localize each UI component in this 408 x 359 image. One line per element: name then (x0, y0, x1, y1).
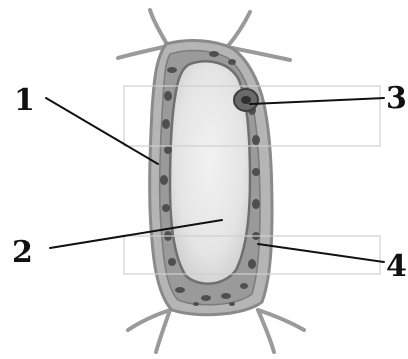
chloroplast (221, 293, 231, 299)
chloroplast (160, 175, 168, 185)
chloroplast (167, 67, 177, 73)
wall-top-right (228, 12, 250, 46)
leader-line-4 (258, 244, 384, 262)
chloroplast (162, 204, 170, 212)
chloroplast (252, 135, 260, 145)
wall-top-left (150, 10, 168, 46)
chloroplast (193, 302, 199, 306)
chloroplast (168, 258, 176, 266)
chloroplast (252, 199, 260, 209)
leader-line-1 (46, 98, 158, 164)
chloroplast (175, 287, 185, 293)
chloroplast (240, 283, 248, 289)
label-2: 2 (12, 235, 33, 270)
chloroplast (248, 259, 256, 269)
nucleolus (241, 96, 251, 104)
leader-line-3 (250, 98, 384, 104)
chloroplast (164, 91, 172, 101)
chloroplast (164, 146, 172, 154)
label-3: 3 (386, 81, 407, 116)
label-4: 4 (386, 249, 407, 284)
chloroplast (252, 168, 260, 176)
label-1: 1 (14, 83, 35, 118)
chloroplast (162, 119, 170, 129)
chloroplast (201, 295, 211, 301)
chloroplast (229, 302, 235, 306)
chloroplast (209, 51, 219, 57)
nucleus (234, 89, 258, 111)
chloroplast (228, 59, 236, 65)
